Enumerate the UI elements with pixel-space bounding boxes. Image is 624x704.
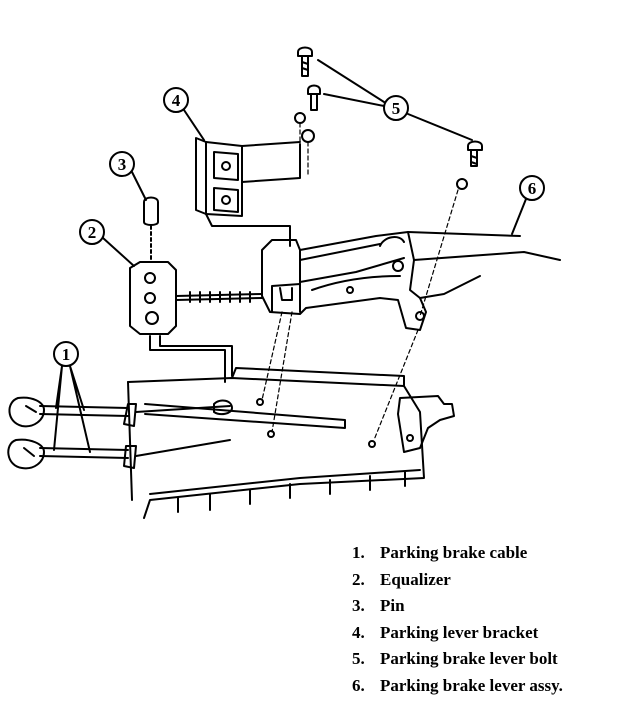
- callout-1: 1: [53, 341, 91, 453]
- pin: [143, 196, 159, 263]
- legend-number: 1.: [352, 543, 365, 562]
- callout-5-label: 5: [392, 99, 401, 118]
- floor-tunnel: [127, 367, 425, 519]
- legend-number: 2.: [352, 569, 365, 589]
- callout-4-label: 4: [172, 91, 181, 110]
- callout-3: 3: [109, 151, 147, 201]
- callout-1-label: 1: [62, 345, 71, 364]
- callout-5: 5: [317, 59, 473, 141]
- legend-label: Equalizer: [380, 569, 451, 589]
- legend-item: 1. Parking brake cable: [352, 540, 563, 567]
- legend-number: 5.: [352, 649, 365, 668]
- callout-2: 2: [79, 219, 135, 267]
- equalizer: [129, 261, 263, 383]
- legend-number: 6.: [352, 675, 365, 695]
- parking-brake-cable: [7, 396, 233, 470]
- legend-label: Parking brake lever bolt: [380, 649, 558, 668]
- parking-lever-bracket: [195, 137, 301, 247]
- parking-brake-lever-assy: [261, 231, 561, 331]
- legend-label: Parking brake cable: [380, 543, 528, 562]
- legend-label: Pin: [380, 596, 405, 615]
- floor-bracket: [397, 395, 455, 453]
- callout-6-label: 6: [528, 179, 537, 198]
- legend-label: Parking brake lever assy.: [380, 675, 563, 695]
- legend-number: 3.: [352, 596, 365, 615]
- legend-item: 2. Equalizer: [352, 567, 563, 594]
- legend-item: 3. Pin: [352, 593, 563, 620]
- callout-6: 6: [511, 175, 545, 235]
- legend-item: 4. Parking lever bracket: [352, 620, 563, 647]
- callout-2-label: 2: [88, 223, 97, 242]
- alignment-lines: [261, 122, 459, 441]
- parking-brake-diagram: 1 2 3 4 5 6: [7, 46, 561, 519]
- parts-legend: 1.Parking brake cable 2.Equalizer 3.Pin …: [352, 540, 563, 699]
- legend-item: 6. Parking brake lever assy.: [352, 673, 563, 700]
- callout-4: 4: [163, 87, 205, 141]
- legend-item: 5. Parking brake lever bolt: [352, 646, 563, 673]
- callout-3-label: 3: [118, 155, 127, 174]
- legend-number: 4.: [352, 622, 365, 642]
- legend-label: Parking lever bracket: [380, 622, 539, 642]
